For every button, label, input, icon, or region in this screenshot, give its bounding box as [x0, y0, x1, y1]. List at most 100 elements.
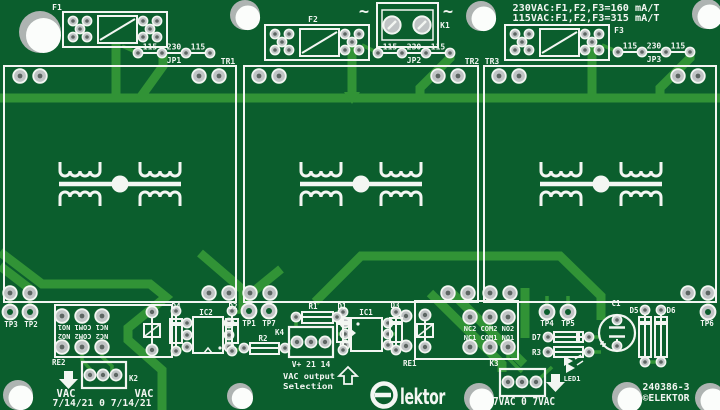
down-arrow-k3 [546, 374, 565, 392]
jp1-115-left: 115 [143, 43, 158, 52]
transformer-symbols [58, 162, 663, 206]
diode-d3 [389, 306, 403, 356]
ic2-label: IC2 [199, 308, 213, 317]
re1-label: RE1 [403, 359, 417, 368]
mains-terminal-k1 [376, 2, 439, 48]
k4-label: K4 [275, 328, 285, 337]
r3-label: R3 [532, 348, 542, 357]
f1-label: F1 [52, 3, 62, 12]
selection-label: Selection [283, 381, 333, 391]
vac-left-label: VAC [57, 388, 76, 400]
re1-contacts-top: NC2 COM2 NO2 [464, 325, 515, 333]
elektor-wordmark: lektor [400, 385, 446, 409]
resistor-r1 [290, 311, 343, 324]
down-arrow-k2 [59, 371, 78, 389]
jp1-230: 230 [167, 43, 182, 52]
led1-label: LED1 [564, 375, 581, 383]
relay-re1 [399, 300, 519, 360]
r1-label: R1 [308, 302, 318, 311]
ic1-label: IC1 [359, 308, 373, 317]
d4-label: D4 [171, 302, 181, 311]
tp4-label: TP4 [540, 319, 554, 328]
tp3-label: TP3 [4, 320, 18, 329]
jp3-label: JP3 [647, 55, 662, 64]
jp2-230: 230 [407, 43, 422, 52]
tr2-symbol [299, 162, 423, 206]
f3-label: F3 [614, 26, 624, 35]
k3-label: K3 [489, 359, 499, 368]
d7-label: D7 [532, 333, 541, 342]
re2-contact-labels: NC2 COM2 NO2 NC1 COM1 NO1 [58, 323, 109, 340]
jp1-label: JP1 [167, 56, 182, 65]
tr1-label: TR1 [221, 57, 236, 66]
elektor-e-icon [370, 381, 398, 409]
taps-left-label: 7/14/21 0 7/14/21 [53, 398, 152, 409]
fuse-note-115: 115VAC:F1,F2,F3=315 mA/T [513, 13, 660, 24]
resistor-r3 [542, 346, 595, 358]
re2-contacts-bottom: NC1 COM1 NO1 [58, 323, 109, 331]
tp2-label: TP2 [24, 320, 38, 329]
jp1-115-right: 115 [191, 43, 206, 52]
ac-tilde-right: ~ [443, 2, 453, 22]
jp2-115-right: 115 [431, 43, 446, 52]
r2-label: R2 [258, 334, 267, 343]
d5-label: D5 [629, 306, 638, 315]
transformer-zones [3, 65, 717, 303]
relay-re2 [54, 304, 173, 358]
ac-tilde-left: ~ [359, 2, 369, 22]
jp3-230: 230 [647, 42, 662, 51]
tp6-label: TP6 [700, 319, 714, 328]
f2-label: F2 [308, 15, 318, 24]
tr3-outline [483, 65, 717, 303]
fuse-note-230: 230VAC:F1,F2,F3=160 mA/T [513, 3, 660, 14]
diode-d7 [542, 331, 595, 343]
tr3-symbol [539, 162, 663, 206]
tr2-outline [243, 65, 479, 303]
jumper-jp2 [372, 47, 456, 59]
connector-k2 [80, 360, 128, 390]
plus-mark [600, 341, 606, 347]
jumper-jp3 [612, 46, 696, 58]
up-arrow-selection [336, 365, 360, 385]
resistor-r2 [238, 342, 291, 355]
re2-label: RE2 [52, 358, 66, 367]
diode-d2 [225, 305, 239, 357]
ic1-footprint [339, 317, 394, 352]
fuse-f3 [504, 24, 610, 61]
k1-screw-1 [382, 15, 402, 35]
tr1-outline [3, 65, 237, 303]
tr3-label: TR3 [485, 57, 500, 66]
silkscreen-text: 230VAC:F1,F2,F3=160 mA/T 115VAC:F1,F2,F3… [4, 2, 714, 409]
board-id: 240386-3 [643, 382, 690, 393]
copper-traces [0, 38, 720, 410]
elektor-logo: lektor [370, 381, 446, 409]
trace-fillet [344, 92, 360, 104]
tr1-symbol [58, 162, 182, 206]
jp2-115-left: 115 [383, 43, 398, 52]
d1-label: D1 [337, 302, 347, 311]
vac-right-label: VAC [135, 388, 154, 400]
capacitor-c1 [597, 313, 637, 353]
board-copyright: ©ELEKTOR [643, 393, 690, 404]
d3-label: D3 [390, 301, 400, 310]
jp3-115-right: 115 [671, 42, 686, 51]
tp5-label: TP5 [561, 319, 575, 328]
k1-label: K1 [440, 21, 450, 30]
jumper-jp1 [132, 47, 216, 59]
d6-label: D6 [666, 306, 676, 315]
d2-label: D2 [228, 302, 237, 311]
diode-d1 [336, 306, 350, 356]
diode-d5 [638, 304, 652, 368]
fuse-f1 [62, 11, 168, 48]
jp3-115-left: 115 [623, 42, 638, 51]
tp1-label: TP1 [242, 319, 256, 328]
ic2-footprint [181, 316, 235, 354]
re1-contacts-bottom: NC1 COM1 NO1 [464, 334, 515, 342]
diode-d6 [654, 304, 668, 368]
k2-label: K2 [129, 374, 138, 383]
connector-k3 [498, 367, 547, 398]
re2-contacts-top: NC2 COM2 NO2 [58, 332, 109, 340]
diode-d4 [169, 305, 183, 357]
tp7-label: TP7 [262, 319, 276, 328]
